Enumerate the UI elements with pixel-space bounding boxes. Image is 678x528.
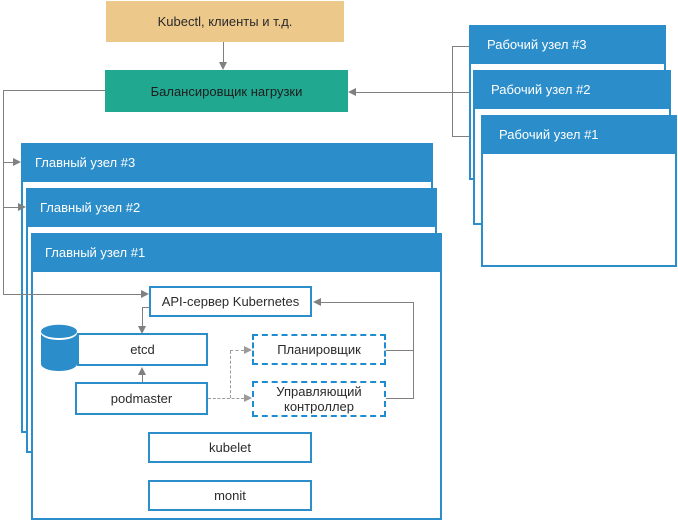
connector-to-api-right [321, 302, 413, 303]
connector-to-api-server [3, 294, 141, 295]
worker-node-2-label: Рабочий узел #2 [491, 82, 591, 97]
arrowhead-right-icon [244, 346, 252, 354]
controller-manager-box: Управляющий контроллер [252, 381, 386, 417]
monit-box: monit [148, 480, 312, 511]
client-box: Kubectl, клиенты и т.д. [106, 1, 344, 42]
controller-manager-label: Управляющий контроллер [276, 384, 362, 414]
worker-node-2-header: Рабочий узел #2 [473, 70, 671, 109]
master-node-1-box: Главный узел #1 [31, 233, 442, 520]
connector-podmaster-controller [208, 398, 244, 399]
connector-to-master2 [3, 207, 19, 208]
connector-api-etcd-v [142, 307, 143, 326]
client-label: Kubectl, клиенты и т.д. [157, 14, 293, 29]
connector-to-worker3 [452, 46, 470, 47]
kubelet-label: kubelet [209, 440, 251, 455]
master-node-2-header: Главный узел #2 [26, 188, 437, 227]
arrowhead-up-icon [138, 367, 146, 375]
master-node-2-label: Главный узел #2 [40, 200, 141, 215]
load-balancer-label: Балансировщик нагрузки [150, 83, 303, 99]
worker-node-1-box: Рабочий узел #1 [481, 115, 677, 267]
connector-right-riser [413, 302, 414, 399]
connector-podmaster-scheduler [230, 350, 244, 351]
arrowhead-right-icon [141, 290, 149, 298]
arrowhead-down-icon [138, 326, 146, 334]
arrowhead-right-icon [18, 203, 26, 211]
connector-controller-out [386, 398, 413, 399]
connector-to-master3 [3, 162, 14, 163]
arrowhead-left-icon [313, 298, 321, 306]
worker-node-1-label: Рабочий узел #1 [499, 127, 599, 142]
api-server-box: API-сервер Kubernetes [149, 286, 312, 317]
scheduler-box: Планировщик [252, 334, 386, 365]
master-node-1-header: Главный узел #1 [31, 233, 442, 272]
monit-label: monit [214, 488, 246, 503]
master-node-3-header: Главный узел #3 [21, 143, 433, 182]
connector-workers-to-lb [356, 92, 476, 93]
connector-scheduler-out [386, 350, 413, 351]
api-server-label: API-сервер Kubernetes [161, 294, 300, 309]
kubelet-box: kubelet [148, 432, 312, 463]
connector-api-etcd-h [142, 307, 149, 308]
connector-client-to-lb [223, 42, 224, 62]
load-balancer-box: Балансировщик нагрузки [105, 70, 348, 112]
arrowhead-down-icon [219, 62, 227, 70]
connector-left-trunk [3, 90, 4, 295]
podmaster-label: podmaster [110, 391, 173, 406]
etcd-label: etcd [130, 342, 155, 357]
etcd-box: etcd [77, 333, 208, 366]
master-node-1-label: Главный узел #1 [45, 245, 146, 260]
arrowhead-right-icon [244, 394, 252, 402]
connector-dashed-riser [230, 351, 231, 398]
database-cylinder-icon [41, 324, 77, 371]
arrowhead-left-icon [348, 88, 356, 96]
worker-node-3-header: Рабочий узел #3 [469, 25, 666, 64]
podmaster-box: podmaster [75, 382, 208, 415]
worker-node-1-header: Рабочий узел #1 [481, 115, 677, 154]
arrowhead-right-icon [13, 158, 21, 166]
master-node-3-label: Главный узел #3 [35, 155, 136, 170]
worker-node-3-label: Рабочий узел #3 [487, 37, 587, 52]
connector-to-worker1 [452, 136, 482, 137]
connector-podmaster-etcd [142, 375, 143, 383]
connector-lb-left [3, 90, 105, 91]
scheduler-label: Планировщик [277, 342, 361, 357]
connector-workers-trunk [452, 46, 453, 136]
